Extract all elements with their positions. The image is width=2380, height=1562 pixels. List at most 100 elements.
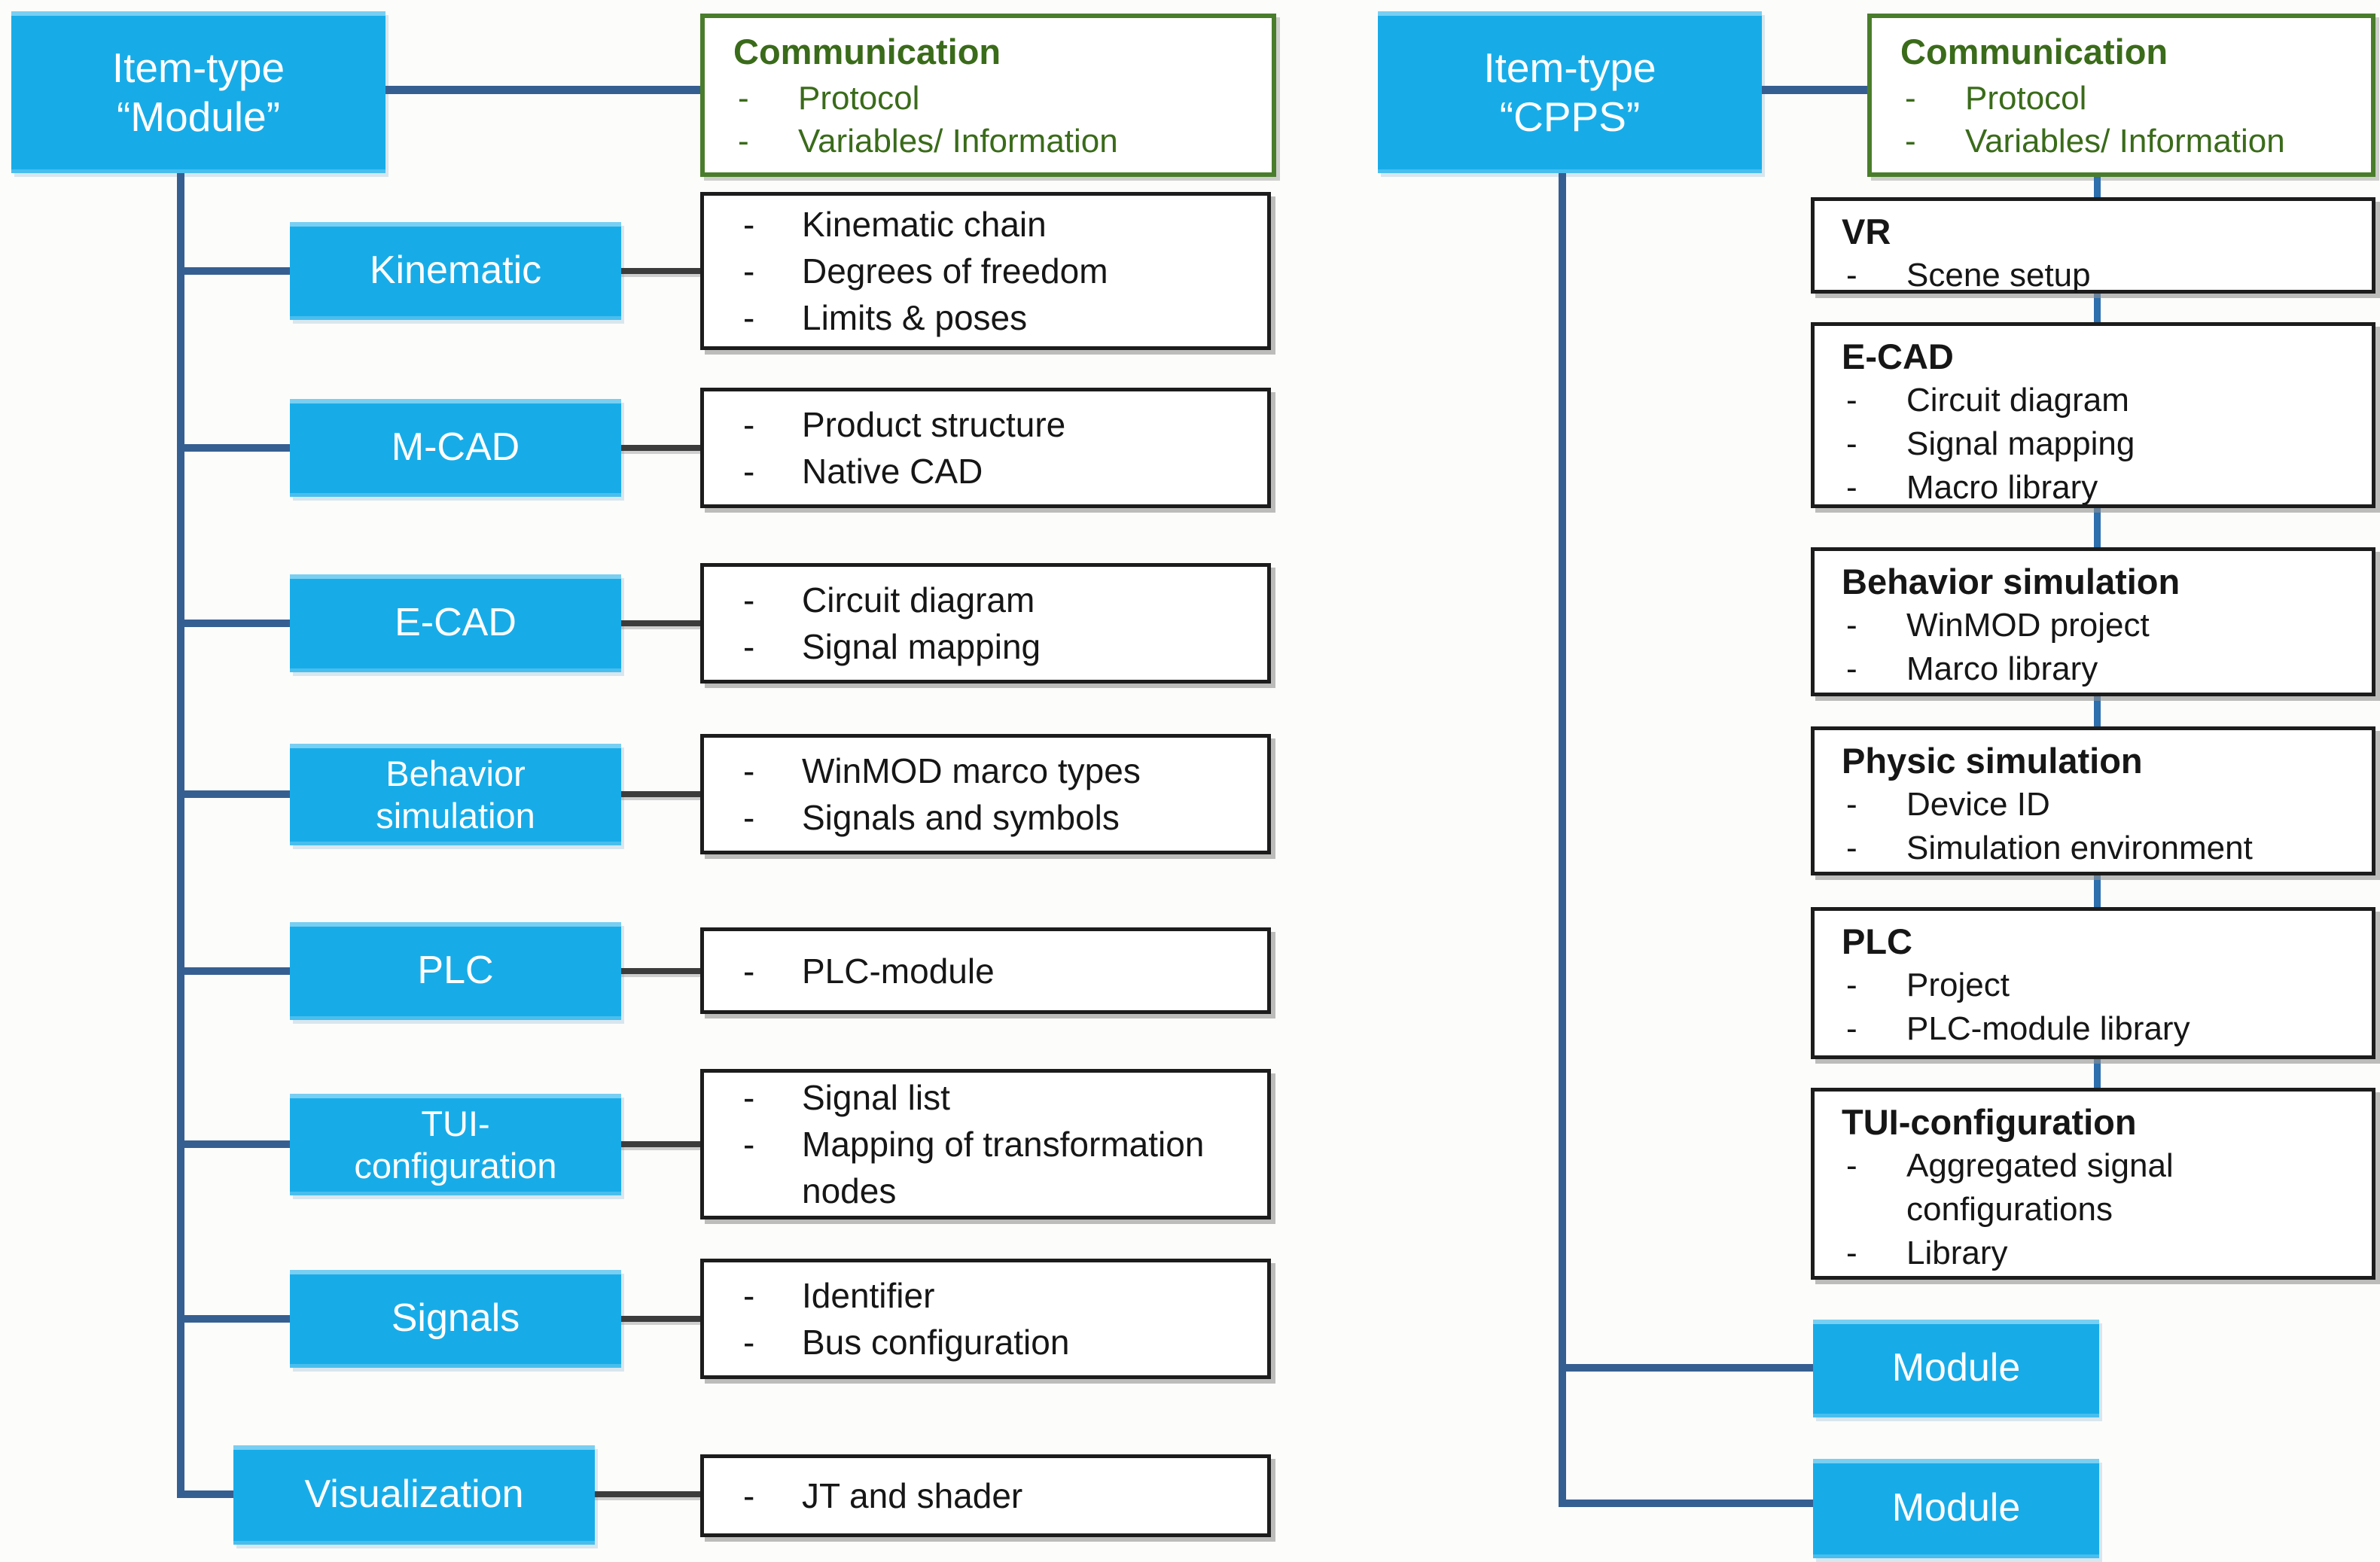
details-tui-configuration: Signal list Mapping of transformation no… bbox=[700, 1069, 1271, 1219]
connector-trunk-to-visualization bbox=[181, 1490, 233, 1498]
detail-item: Native CAD bbox=[704, 448, 1254, 495]
connector-kinematic-to-details bbox=[621, 268, 702, 274]
communication-list: Protocol Variables/ Information bbox=[733, 77, 1257, 163]
connector-plc-to-details bbox=[621, 968, 702, 974]
detail-list: Product structure Native CAD bbox=[704, 401, 1254, 495]
stack-item: WinMOD project bbox=[1842, 604, 2355, 647]
node-label: PLC bbox=[417, 948, 494, 993]
detail-list: Circuit diagram Signal mapping bbox=[704, 577, 1254, 670]
detail-item: WinMOD marco types bbox=[704, 748, 1254, 794]
stack-item: Device ID bbox=[1842, 783, 2355, 827]
communication-box-module: Communication Protocol Variables/ Inform… bbox=[700, 14, 1276, 177]
connector-trunk-to-plc bbox=[181, 967, 290, 975]
connector-mcad-to-details bbox=[621, 445, 702, 451]
stack-item: Project bbox=[1842, 964, 2355, 1007]
stack-item: Signal mapping bbox=[1842, 422, 2355, 466]
stack-item: Circuit diagram bbox=[1842, 379, 2355, 422]
node-plc: PLC bbox=[290, 922, 621, 1020]
node-label: Item-type bbox=[1483, 44, 1656, 91]
stack-vr: VR Scene setup bbox=[1811, 197, 2375, 297]
stack-list: Device ID Simulation environment bbox=[1842, 783, 2355, 870]
stack-item: Macro library bbox=[1842, 466, 2355, 510]
detail-item: Signal list bbox=[704, 1074, 1254, 1121]
stack-ecad: E-CAD Circuit diagram Signal mapping Mac… bbox=[1811, 322, 2375, 510]
connector-behavior-simulation-to-details bbox=[621, 791, 702, 797]
detail-list: WinMOD marco types Signals and symbols bbox=[704, 748, 1254, 841]
node-label: E-CAD bbox=[395, 601, 517, 645]
node-label: M-CAD bbox=[391, 425, 520, 470]
connector-ecad-to-details bbox=[621, 620, 702, 626]
connector-trunk-to-behavior-simulation bbox=[181, 790, 290, 798]
detail-list: Signal list Mapping of transformation no… bbox=[704, 1074, 1254, 1214]
connector-trunk-to-kinematic bbox=[181, 267, 290, 275]
stack-list: WinMOD project Marco library bbox=[1842, 604, 2355, 691]
stack-list: Scene setup bbox=[1842, 254, 2355, 297]
detail-item: Identifier bbox=[704, 1272, 1254, 1319]
detail-item: Product structure bbox=[704, 401, 1254, 448]
stack-behavior-simulation: Behavior simulation WinMOD project Marco… bbox=[1811, 547, 2375, 696]
node-label: Signals bbox=[391, 1296, 520, 1341]
communication-list: Protocol Variables/ Information bbox=[1900, 77, 2356, 163]
detail-list: PLC-module bbox=[704, 948, 1254, 994]
stack-title: PLC bbox=[1842, 921, 1912, 961]
stack-title: E-CAD bbox=[1842, 336, 1954, 376]
details-ecad: Circuit diagram Signal mapping bbox=[700, 563, 1271, 684]
detail-item: Kinematic chain bbox=[704, 201, 1254, 248]
node-tui-configuration: TUI- configuration bbox=[290, 1094, 621, 1195]
node-module-1: Module bbox=[1813, 1320, 2099, 1417]
communication-title: Communication bbox=[1900, 32, 2168, 72]
stack-list: Circuit diagram Signal mapping Macro lib… bbox=[1842, 379, 2355, 510]
communication-item: Variables/ Information bbox=[1900, 120, 2356, 163]
detail-item: JT and shader bbox=[704, 1472, 1254, 1519]
stack-item: PLC-module library bbox=[1842, 1007, 2355, 1051]
communication-item: Protocol bbox=[1900, 77, 2356, 120]
connector-trunk-to-module-1 bbox=[1559, 1364, 1813, 1372]
node-label: simulation bbox=[376, 795, 535, 836]
details-kinematic: Kinematic chain Degrees of freedom Limit… bbox=[700, 192, 1271, 350]
stack-title: Behavior simulation bbox=[1842, 562, 2180, 601]
stack-tui-configuration: TUI-configuration Aggregated signal conf… bbox=[1811, 1088, 2375, 1280]
node-label: Kinematic bbox=[369, 248, 542, 293]
stack-item: Marco library bbox=[1842, 647, 2355, 691]
connector-trunk-to-tui-configuration bbox=[181, 1140, 290, 1148]
detail-item: Limits & poses bbox=[704, 294, 1254, 341]
connector-trunk-to-signals bbox=[181, 1315, 290, 1323]
node-item-type-module: Item-type “Module” bbox=[11, 11, 385, 173]
communication-item: Variables/ Information bbox=[733, 120, 1257, 163]
communication-title: Communication bbox=[733, 32, 1001, 72]
stack-list: Project PLC-module library bbox=[1842, 964, 2355, 1051]
connector-tui-configuration-to-details bbox=[621, 1141, 702, 1147]
detail-item: Degrees of freedom bbox=[704, 248, 1254, 294]
stack-physic-simulation: Physic simulation Device ID Simulation e… bbox=[1811, 726, 2375, 875]
stack-list: Aggregated signal configurations Library bbox=[1842, 1144, 2355, 1275]
node-label: Behavior bbox=[385, 754, 526, 794]
node-mcad: M-CAD bbox=[290, 399, 621, 497]
node-label: Module bbox=[1891, 1486, 2021, 1530]
node-visualization: Visualization bbox=[233, 1445, 595, 1545]
connector-cpps-to-communication bbox=[1762, 86, 1867, 94]
connector-module-trunk bbox=[177, 173, 184, 1498]
node-module-2: Module bbox=[1813, 1459, 2099, 1558]
detail-item: Mapping of transformation nodes bbox=[704, 1121, 1254, 1214]
connector-module-to-communication bbox=[385, 86, 700, 94]
node-behavior-simulation: Behavior simulation bbox=[290, 744, 621, 845]
detail-list: Kinematic chain Degrees of freedom Limit… bbox=[704, 201, 1254, 341]
node-kinematic: Kinematic bbox=[290, 222, 621, 320]
details-plc: PLC-module bbox=[700, 927, 1271, 1014]
node-ecad: E-CAD bbox=[290, 574, 621, 672]
stack-item: Library bbox=[1842, 1232, 2355, 1275]
details-visualization: JT and shader bbox=[700, 1454, 1271, 1537]
connector-trunk-to-mcad bbox=[181, 444, 290, 452]
node-signals: Signals bbox=[290, 1270, 621, 1368]
stack-item: Simulation environment bbox=[1842, 827, 2355, 870]
detail-item: Circuit diagram bbox=[704, 577, 1254, 623]
node-label: Item-type bbox=[111, 44, 285, 91]
detail-list: JT and shader bbox=[704, 1472, 1254, 1519]
communication-box-cpps: Communication Protocol Variables/ Inform… bbox=[1867, 14, 2375, 177]
connector-visualization-to-details bbox=[595, 1491, 702, 1497]
connector-trunk-to-ecad bbox=[181, 620, 290, 627]
stack-title: TUI-configuration bbox=[1842, 1102, 2137, 1142]
node-label: configuration bbox=[354, 1145, 557, 1186]
details-mcad: Product structure Native CAD bbox=[700, 388, 1271, 508]
